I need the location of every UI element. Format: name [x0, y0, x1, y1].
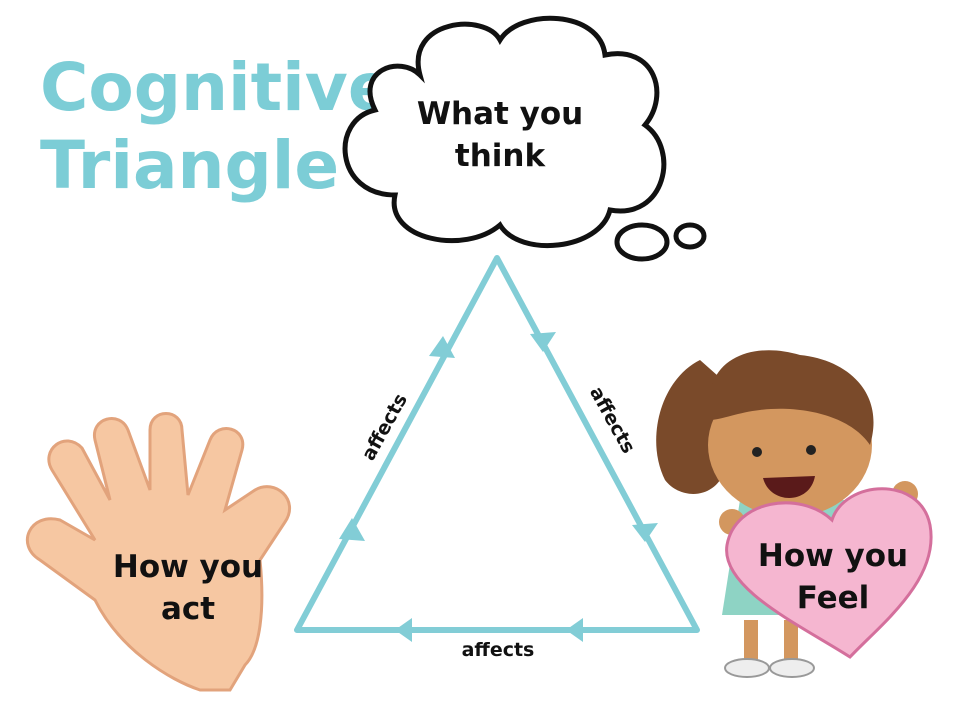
triangle — [294, 255, 700, 642]
cloud-shape — [342, 15, 667, 248]
act-label-line-2: act — [161, 591, 215, 627]
think-label-line-1: What you — [417, 96, 583, 132]
cloud-bubble-small — [673, 222, 707, 250]
girl-illustration: How you Feel — [656, 350, 933, 678]
act-label-line-1: How you — [113, 549, 263, 585]
girl-eye-left — [752, 447, 762, 457]
hand-illustration: How you act — [26, 412, 292, 692]
girl-leg-left — [744, 620, 758, 662]
girl-mouth — [763, 476, 815, 499]
arrow-left-upper — [429, 336, 455, 358]
triangle-outline — [294, 255, 700, 633]
page-title: Cognitive Triangle — [40, 49, 393, 204]
girl-hair-top — [708, 350, 874, 445]
arrow-right-lower — [632, 523, 658, 542]
girl-leg-right — [784, 620, 798, 662]
think-label-line-2: think — [455, 138, 547, 174]
girl-shoe-right — [769, 658, 815, 678]
feel-label-line-2: Feel — [797, 580, 870, 616]
title-line-1: Cognitive — [40, 49, 393, 126]
girl-shoe-left — [724, 658, 770, 678]
feel-label-line-1: How you — [758, 538, 908, 574]
heart-shape — [725, 487, 933, 659]
title-line-2: Triangle — [40, 127, 339, 204]
arrow-bottom-left — [395, 618, 412, 642]
arrow-bottom-right — [566, 618, 583, 642]
edge-label-bottom: affects — [462, 639, 535, 661]
girl-eye-right — [806, 445, 816, 455]
arrow-right-upper — [530, 332, 556, 352]
hand-shape — [26, 412, 292, 692]
thought-cloud: What you think — [342, 15, 707, 262]
cloud-bubble-large — [614, 222, 670, 262]
arrow-left-lower — [339, 518, 365, 541]
edge-label-right: affects — [585, 383, 640, 457]
